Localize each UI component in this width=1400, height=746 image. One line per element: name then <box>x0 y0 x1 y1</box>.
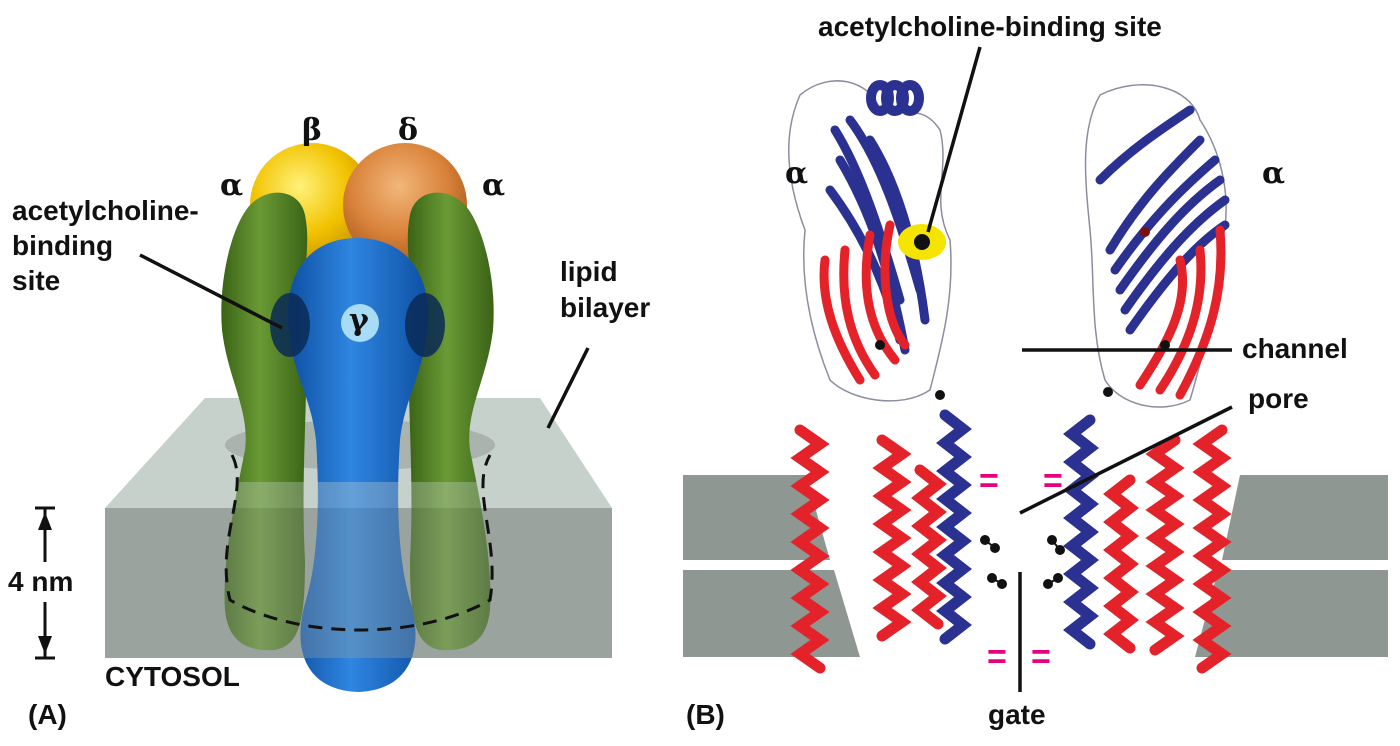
gamma-label: γ <box>349 303 369 338</box>
pore-side-chains <box>875 340 1170 589</box>
panel-a-label: (A) <box>28 699 67 730</box>
scale-label: 4 nm <box>8 566 74 597</box>
binding-site-label-b: acetylcholine-binding site <box>818 11 1162 42</box>
alpha-left-label: α <box>220 168 244 203</box>
lipid-pointer <box>546 347 590 429</box>
gate-label: gate <box>988 699 1046 730</box>
right-alpha-extracellular-domain <box>1084 84 1230 408</box>
channel-label: channel <box>1242 333 1348 364</box>
membrane-front-overlay <box>105 508 612 658</box>
left-alpha-transmembrane-helices <box>790 409 972 674</box>
alpha-left-label-b: α <box>785 156 809 191</box>
binding-site-label-a-line3: site <box>12 265 61 296</box>
alpha-right-label-b: α <box>1262 156 1286 191</box>
cytosol-label: CYTOSOL <box>105 661 240 692</box>
binding-site-label-a-line1: acetylcholine- <box>12 195 199 226</box>
lipid-label-line2: bilayer <box>560 292 651 323</box>
lipid-label-line1: lipid <box>560 256 618 287</box>
gamma-subunit <box>287 238 429 692</box>
pore-pointer <box>1019 405 1233 515</box>
membrane-right-upper <box>1222 475 1388 560</box>
right-alpha-transmembrane-helices <box>1063 414 1232 674</box>
membrane-right-lower <box>1195 570 1388 657</box>
binding-site-label-a-line2: binding <box>12 230 114 261</box>
left-alpha-extracellular-domain <box>788 80 952 402</box>
panel-a <box>35 143 612 692</box>
pore-label: pore <box>1248 383 1309 414</box>
charge-mark-upper-left: = <box>979 462 999 500</box>
membrane-left-lower <box>683 570 860 657</box>
charge-mark-upper-right: = <box>1043 462 1063 500</box>
charge-mark-lower-left: = <box>987 638 1007 676</box>
gamma-label-disc <box>341 304 379 342</box>
dashed-pore-outline <box>224 454 494 632</box>
panel-b <box>683 46 1388 692</box>
beta-label: β <box>302 113 322 148</box>
scale-bar <box>35 506 55 660</box>
binding-pocket-left <box>270 293 310 357</box>
delta-label: δ <box>398 113 419 148</box>
charge-mark-lower-right: = <box>1031 638 1051 676</box>
binding-site-pointer <box>139 253 283 330</box>
membrane-left-upper <box>683 475 830 560</box>
binding-pocket-right <box>405 293 445 357</box>
binding-site-pointer-b <box>926 46 982 233</box>
alpha-right-label: α <box>482 168 506 203</box>
panel-b-label: (B) <box>686 699 725 730</box>
